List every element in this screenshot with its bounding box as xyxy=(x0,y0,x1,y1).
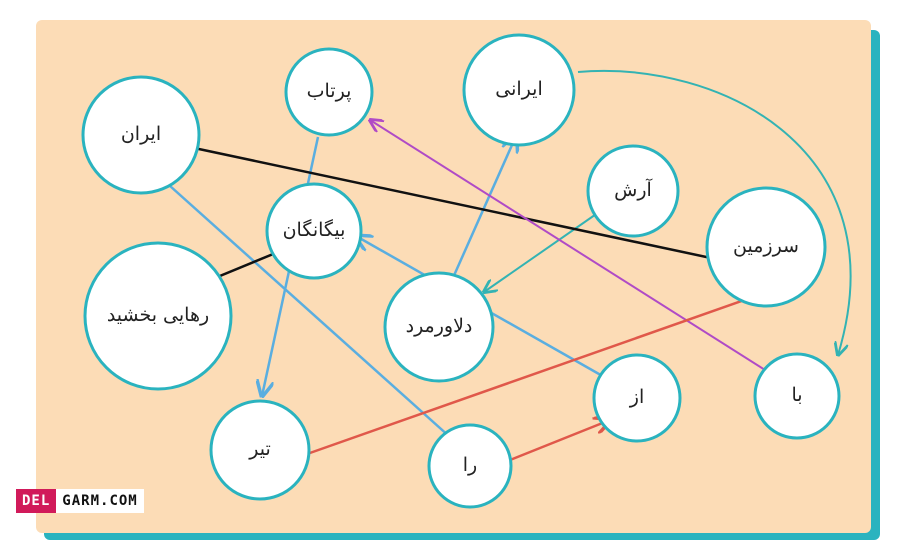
arrow-ra-to-az xyxy=(504,420,610,464)
node-delavarmard-label: دلاورمرد xyxy=(406,315,473,337)
arrow-iran-to-ra xyxy=(159,176,460,446)
watermark-part2: GARM.COM xyxy=(56,489,144,513)
node-iran-label: ایران xyxy=(121,123,161,145)
node-tir-label: تیر xyxy=(248,438,271,460)
node-iran: ایران xyxy=(81,75,201,195)
node-tir: تیر xyxy=(209,399,311,501)
node-az-label: از xyxy=(629,386,644,408)
arrow-irani-to-ba xyxy=(577,70,852,355)
node-delavarmard: دلاورمرد xyxy=(383,271,495,383)
node-biganegan: بیگانگان xyxy=(265,182,363,280)
arrow-delavarmard-to-irani xyxy=(450,136,516,281)
node-rahai-label: رهایی بخشید xyxy=(107,304,209,326)
node-az: از xyxy=(592,353,682,443)
node-irani: ایرانی xyxy=(462,33,576,147)
arrow-sarzamin-to-iran xyxy=(180,145,712,260)
arrow-tir-to-sarzamin xyxy=(289,292,767,462)
site-watermark: DEL GARM.COM xyxy=(16,488,144,514)
watermark-part1: DEL xyxy=(16,489,57,513)
node-ra: را xyxy=(427,423,513,509)
node-ba: با xyxy=(753,352,841,440)
node-biganegan-label: بیگانگان xyxy=(283,218,346,241)
node-ra-label: را xyxy=(463,454,477,476)
node-partab: پرتاب xyxy=(284,47,374,137)
node-rahai: رهایی بخشید xyxy=(83,241,233,391)
node-sarzamin: سرزمین xyxy=(705,186,827,308)
node-irani-label: ایرانی xyxy=(495,78,542,100)
node-partab-label: پرتاب xyxy=(307,80,352,102)
node-arash: آرش xyxy=(586,144,680,238)
node-ba-label: با xyxy=(791,384,802,406)
arrow-arash-to-delavarmard xyxy=(484,209,603,292)
node-arash-label: آرش xyxy=(614,178,652,201)
node-sarzamin-label: سرزمین xyxy=(733,235,799,257)
arrow-ba-to-partab xyxy=(370,120,766,371)
